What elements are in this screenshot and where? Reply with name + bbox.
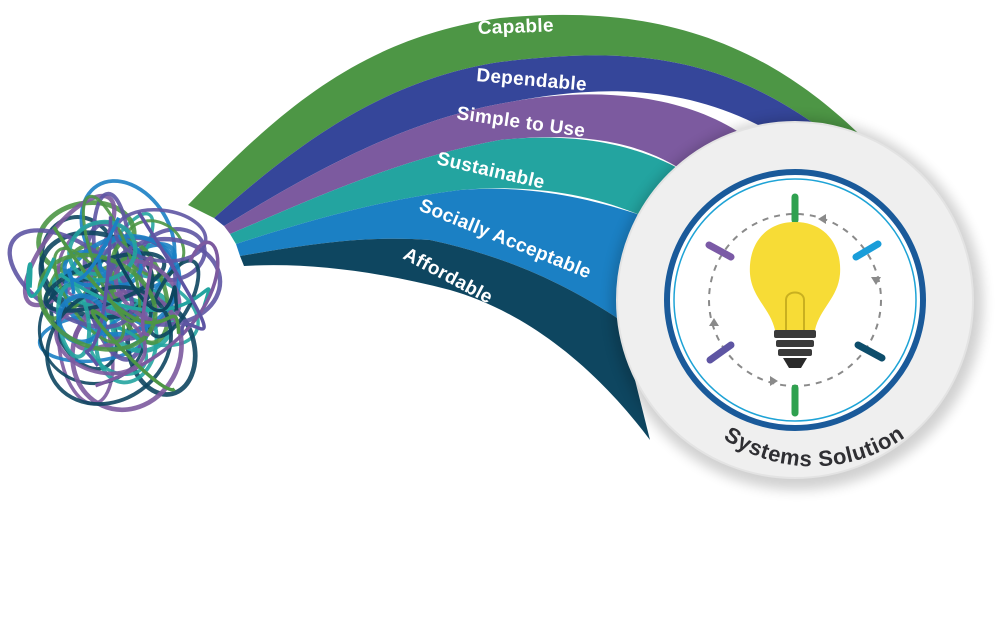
tangle-loop [113,208,208,263]
tangle-strand [84,216,113,368]
tangle-loop [147,258,201,339]
tangle-loop [45,285,173,406]
tangle-strand [52,225,181,334]
band-capable [188,14,875,219]
ray-top-left [705,241,735,261]
tangle-strand [90,309,176,392]
tangle-strand [66,216,121,295]
tangle-strand [140,255,154,337]
band-sustainable [230,137,690,244]
band-simple-to-use [224,94,760,234]
band-socially-acceptable [236,188,640,320]
tangle-loop [37,252,158,352]
band-dependable [214,55,860,226]
tangle-loop [67,219,138,283]
ray-bottom-right [854,341,886,362]
tangle-strand [26,257,56,298]
light-rays [705,193,886,417]
tangle-strand [115,257,179,313]
attribute-bands [188,14,875,440]
ray-top-right [852,240,882,261]
tangle-strand [137,211,206,336]
tangled-strings-icon [7,179,223,413]
lightbulb-icon [749,222,841,368]
systems-solution-badge: Systems Solution [611,118,983,490]
band-affordable [240,238,650,440]
tangle-strand [94,240,220,388]
band-label-capable: Capable [477,15,554,39]
ray-bottom-left [706,341,735,364]
